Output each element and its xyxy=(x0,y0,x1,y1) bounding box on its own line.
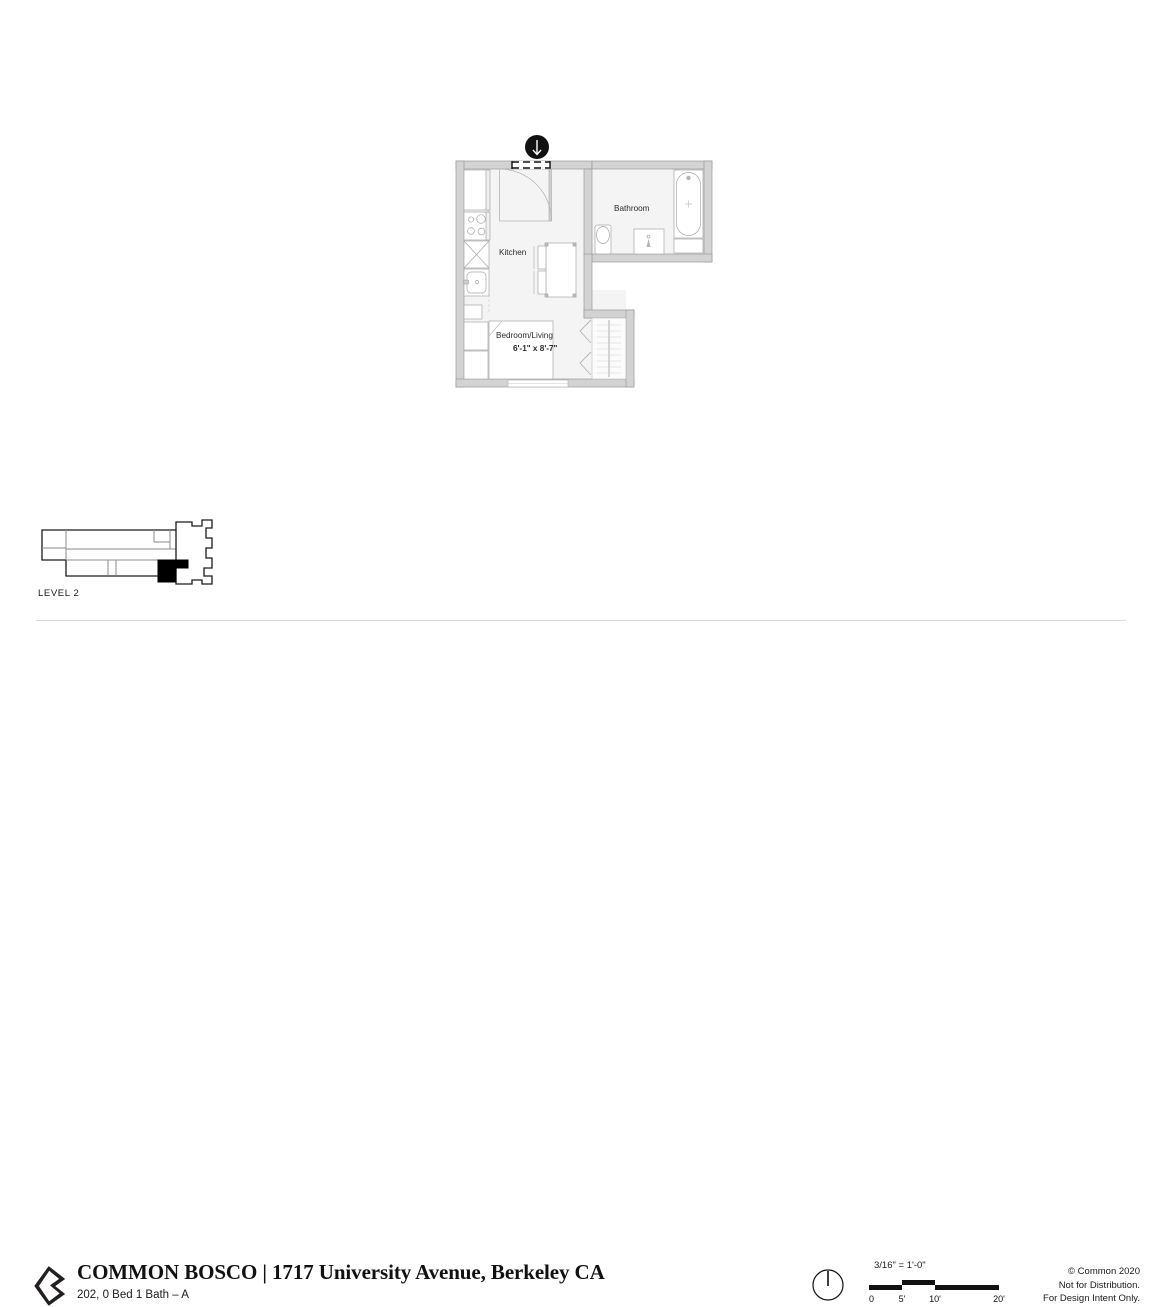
bathtub-drain xyxy=(686,175,691,181)
floorplan-drawing: Kitchen Bathroom Bedroom/Living 6'-1" x … xyxy=(455,135,713,388)
sink-drain xyxy=(475,280,479,284)
entry-arrow-head xyxy=(532,149,542,156)
burner-4 xyxy=(477,227,486,236)
copyright-block: © Common 2020 Not for Distribution. For … xyxy=(1020,1265,1140,1306)
north-arrow-icon xyxy=(812,1269,844,1301)
bath-counter xyxy=(673,238,704,254)
wall-bath-bottom xyxy=(591,253,713,263)
copyright-line-1: © Common 2020 xyxy=(1068,1266,1140,1277)
common-logo xyxy=(34,1266,66,1306)
room-labels: Kitchen Bathroom Bedroom/Living 6'-1" x … xyxy=(496,204,650,353)
closet-bifold-doors xyxy=(579,319,592,376)
keyplan-level-label: LEVEL 2 xyxy=(38,588,80,599)
sink-faucet xyxy=(463,279,469,285)
unit-subtitle: 202, 0 Bed 1 Bath – A xyxy=(77,1289,189,1302)
kitchen-fixtures xyxy=(463,169,491,320)
door-opening xyxy=(512,161,550,169)
vanity-bowl xyxy=(646,234,651,239)
room-dimension-bedroom: 6'-1" x 8'-7" xyxy=(513,344,558,353)
scale-bar-graphic: 0 5' 10' 20' xyxy=(869,1280,1005,1304)
sofa-body xyxy=(545,242,577,298)
copyright-line-3: For Design Intent Only. xyxy=(1043,1293,1140,1304)
entry-door xyxy=(499,161,552,222)
scale-bar-block: 3/16" = 1'-0" 0 5' 10' 20' xyxy=(866,1260,1016,1305)
burner-3 xyxy=(467,227,475,235)
wall-closet-right xyxy=(625,309,635,388)
refrigerator-door xyxy=(485,169,491,211)
sofa xyxy=(533,242,577,298)
room-label-bathroom: Bathroom xyxy=(614,204,650,213)
nightstand-top xyxy=(463,321,489,351)
entry-arrow-marker xyxy=(525,135,549,159)
burner-1 xyxy=(468,216,474,223)
wall-top-right xyxy=(591,160,713,170)
vanity-faucet xyxy=(646,239,651,247)
bed-pillow-fold xyxy=(488,320,503,337)
bedroom-furniture xyxy=(463,320,554,380)
nightstand-bottom xyxy=(463,350,489,380)
closet xyxy=(579,317,627,380)
title-block: COMMON BOSCO | 1717 University Avenue, B… xyxy=(77,1260,605,1301)
scale-tick-0: 0 xyxy=(869,1294,874,1304)
wall-right-bath xyxy=(703,160,713,263)
scale-ratio-label: 3/16" = 1'-0" xyxy=(874,1260,926,1271)
bathroom-fixtures xyxy=(594,169,704,255)
wall-left xyxy=(455,160,465,388)
refrigerator xyxy=(463,169,490,211)
wall-bath-partition xyxy=(583,168,593,256)
floorplan-stage: Kitchen Bathroom Bedroom/Living 6'-1" x … xyxy=(0,0,1162,610)
sofa-cushion-bottom xyxy=(537,270,547,295)
keyplan-diagram xyxy=(41,519,213,585)
keyplan-right-wing xyxy=(175,519,213,585)
sofa-cushion-top xyxy=(537,245,547,270)
sofa-leg-2 xyxy=(572,242,577,247)
oven-door xyxy=(485,211,491,241)
scale-seg-0-5 xyxy=(869,1285,902,1290)
keyplan-highlighted-unit xyxy=(157,559,189,583)
project-title: COMMON BOSCO | 1717 University Avenue, B… xyxy=(77,1260,605,1284)
footer: COMMON BOSCO | 1717 University Avenue, B… xyxy=(0,624,1162,1306)
room-label-bedroom: Bedroom/Living xyxy=(496,331,553,340)
scale-seg-5-10 xyxy=(902,1280,935,1285)
room-label-kitchen: Kitchen xyxy=(499,248,527,257)
scale-tick-20: 20' xyxy=(993,1294,1005,1304)
sofa-leg-4 xyxy=(572,293,577,298)
window xyxy=(507,379,569,388)
door-swing-arc xyxy=(499,168,552,222)
bed xyxy=(488,320,554,380)
burner-2 xyxy=(476,214,486,224)
copyright-line-2: Not for Distribution. xyxy=(1058,1279,1140,1291)
keyplan-interior-walls xyxy=(42,530,176,576)
scale-tick-10: 10' xyxy=(929,1294,941,1304)
cooktop xyxy=(463,211,490,241)
footer-divider xyxy=(36,620,1126,621)
scale-seg-10-20 xyxy=(935,1285,999,1290)
toilet-bowl xyxy=(596,226,610,244)
closet-shelving xyxy=(597,324,621,374)
sofa-leg-1 xyxy=(544,242,549,247)
sofa-leg-3 xyxy=(544,293,549,298)
base-cabinet xyxy=(463,304,483,320)
scale-tick-5: 5' xyxy=(899,1294,906,1304)
dishwasher-x2 xyxy=(463,240,490,269)
wall-inner-vertical xyxy=(583,253,593,319)
sink-basin xyxy=(466,271,487,294)
